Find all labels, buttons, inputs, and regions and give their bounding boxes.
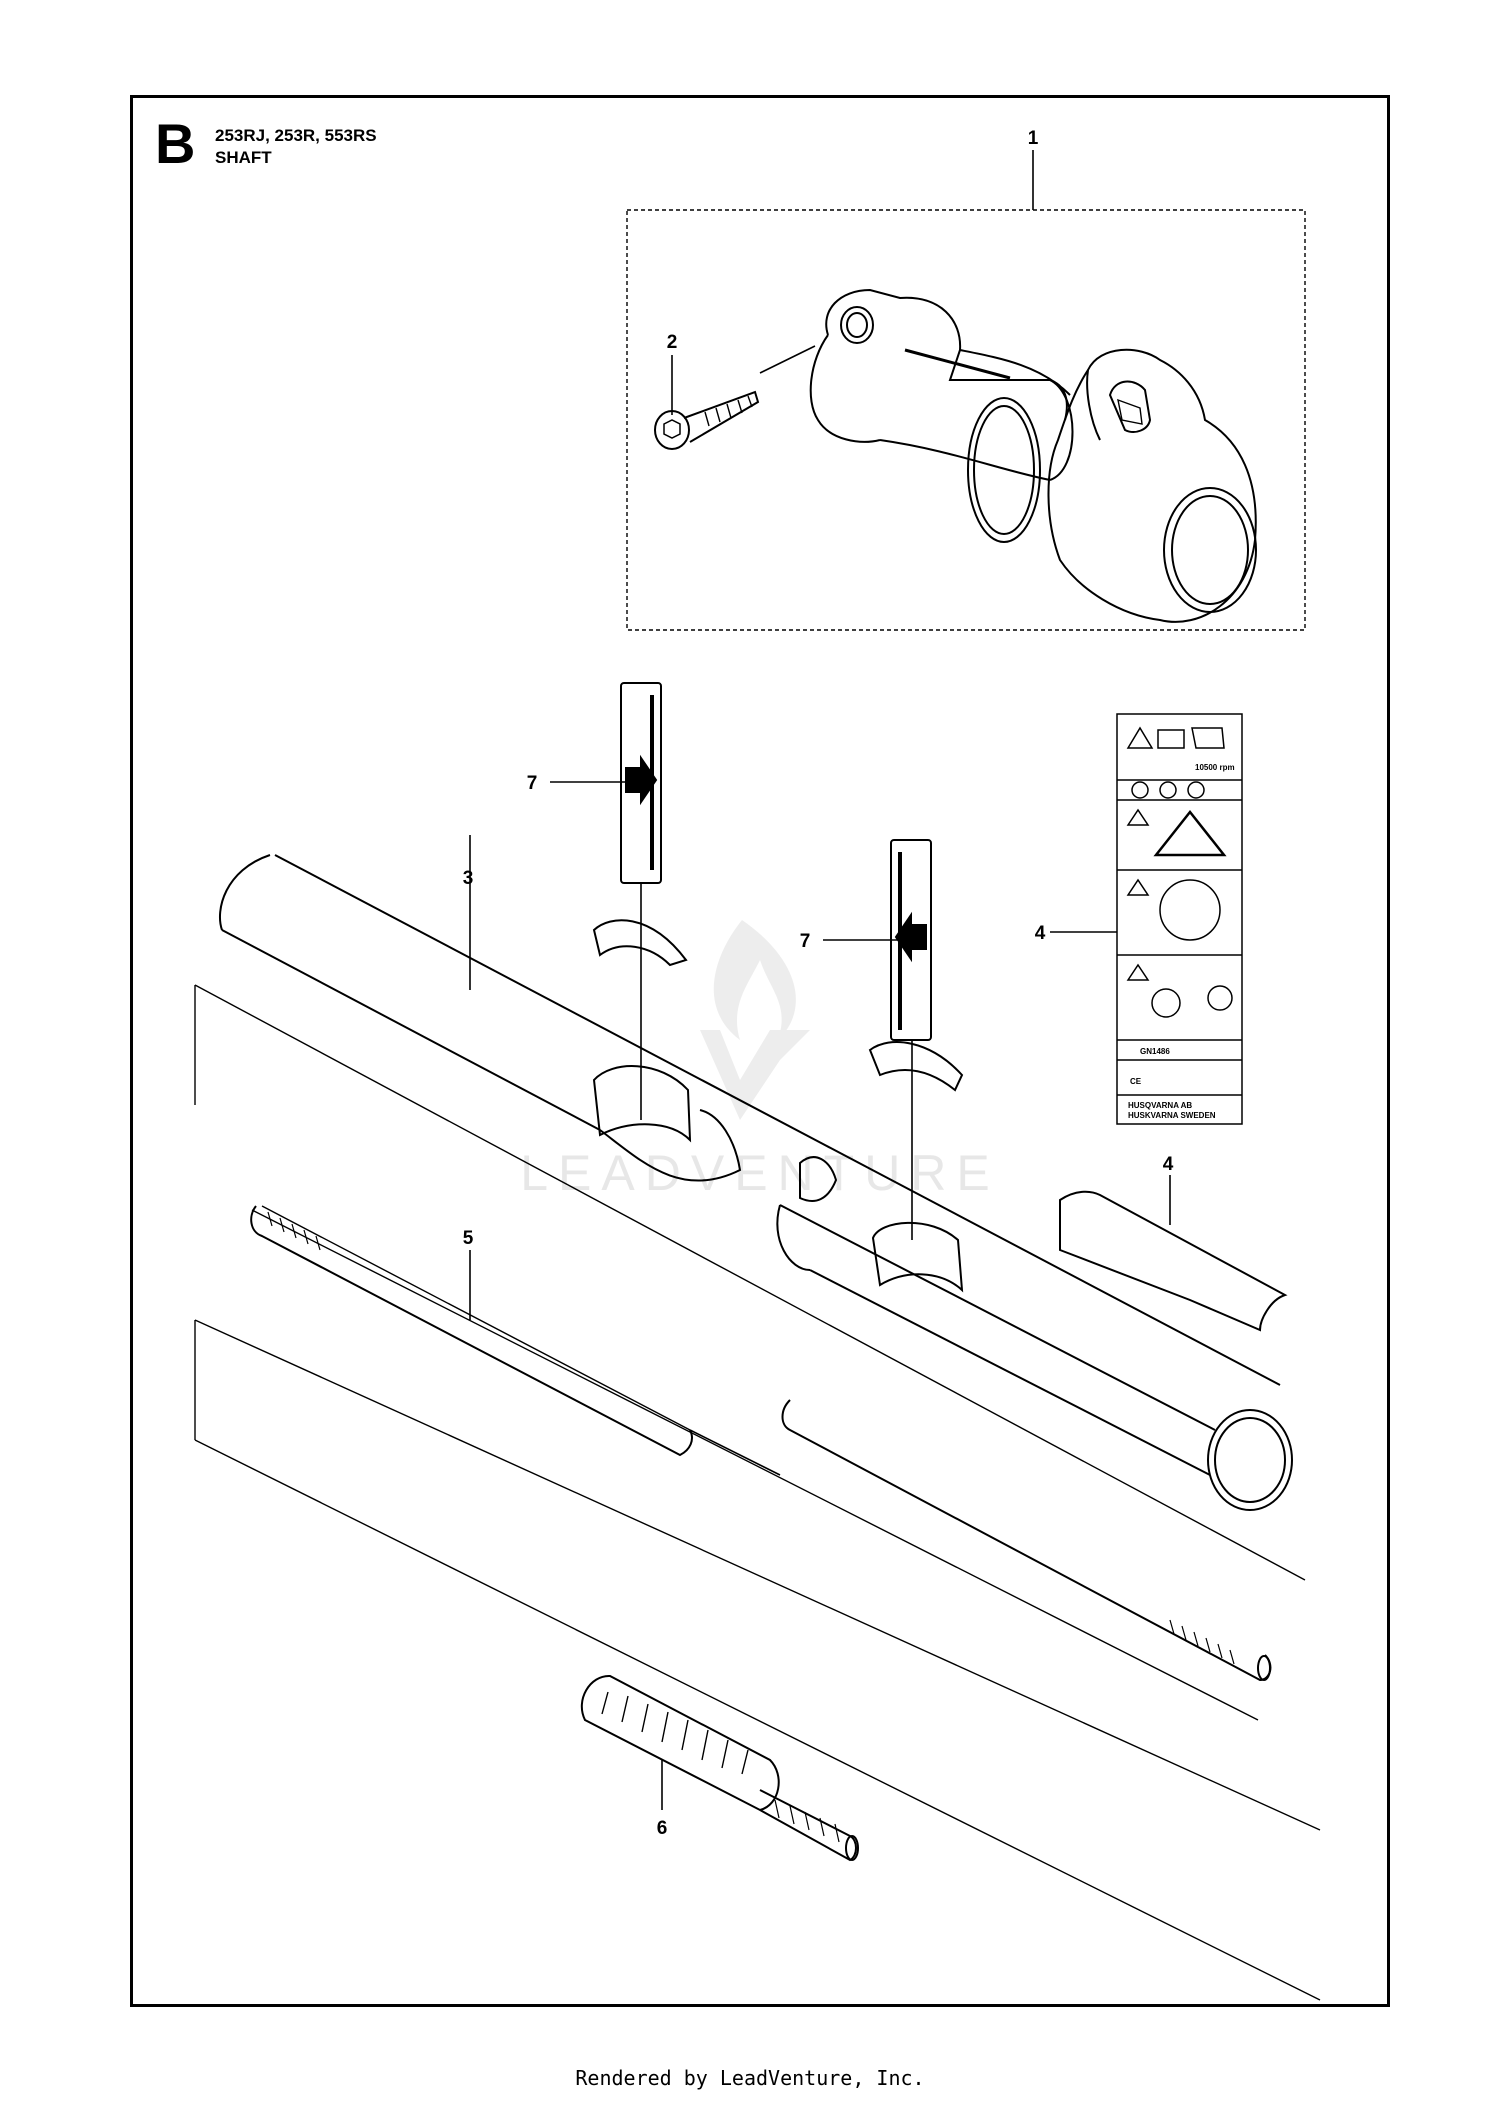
- label-strip: [868, 1041, 964, 1092]
- decal-rpm: 10500 rpm: [1195, 763, 1235, 772]
- kit-box: [626, 209, 1306, 631]
- section-letter: B: [155, 112, 196, 175]
- callout-1: 1: [1028, 128, 1039, 149]
- callout-4-sleeve: 4: [1163, 1154, 1174, 1175]
- diagram-frame: B 253RJ, 253R, 553RS SHAFT: [130, 95, 1390, 2007]
- callout-7-upper: 7: [527, 773, 538, 794]
- screw-part: [654, 390, 760, 450]
- label-strip: [592, 1065, 692, 1143]
- watermark-text: LEADVENTURE: [520, 1145, 1000, 1201]
- clamp-bracket: [809, 288, 1074, 543]
- sleeve-part: [1059, 1175, 1288, 1332]
- callout-4-decal: 4: [1035, 923, 1046, 944]
- arrow-label-upper: [550, 682, 662, 1120]
- decal-maker-line1: HUSQVARNA AB: [1128, 1101, 1192, 1110]
- decal-maker-line2: HUSKVARNA SWEDEN: [1128, 1111, 1216, 1120]
- shaft-tube: [218, 835, 1293, 1511]
- arrow-label-lower: [823, 839, 932, 1240]
- decal-approval-code: GN1486: [1140, 1047, 1170, 1056]
- warning-decal: GN1486 CE HUSQVARNA AB HUSKVARNA SWEDEN …: [1050, 713, 1243, 1125]
- label-strip: [592, 919, 688, 967]
- callout-5: 5: [463, 1228, 474, 1249]
- model-list: 253RJ, 253R, 553RS: [215, 126, 377, 145]
- label-strip: [871, 1221, 964, 1293]
- callout-2: 2: [667, 332, 678, 353]
- diagram-title: SHAFT: [215, 148, 272, 167]
- callout-7-lower: 7: [800, 931, 811, 952]
- callout-6: 6: [657, 1818, 668, 1839]
- worm-gear: [580, 1674, 859, 1862]
- watermark: LEADVENTURE: [520, 920, 1000, 1201]
- svg-text:CE: CE: [1130, 1077, 1142, 1086]
- drive-shaft: [194, 984, 1306, 1721]
- callout-3: 3: [463, 868, 474, 889]
- clamp-ring: [1047, 348, 1257, 623]
- footer-credit: Rendered by LeadVenture, Inc.: [575, 2066, 925, 2090]
- label-strip: [799, 1156, 838, 1202]
